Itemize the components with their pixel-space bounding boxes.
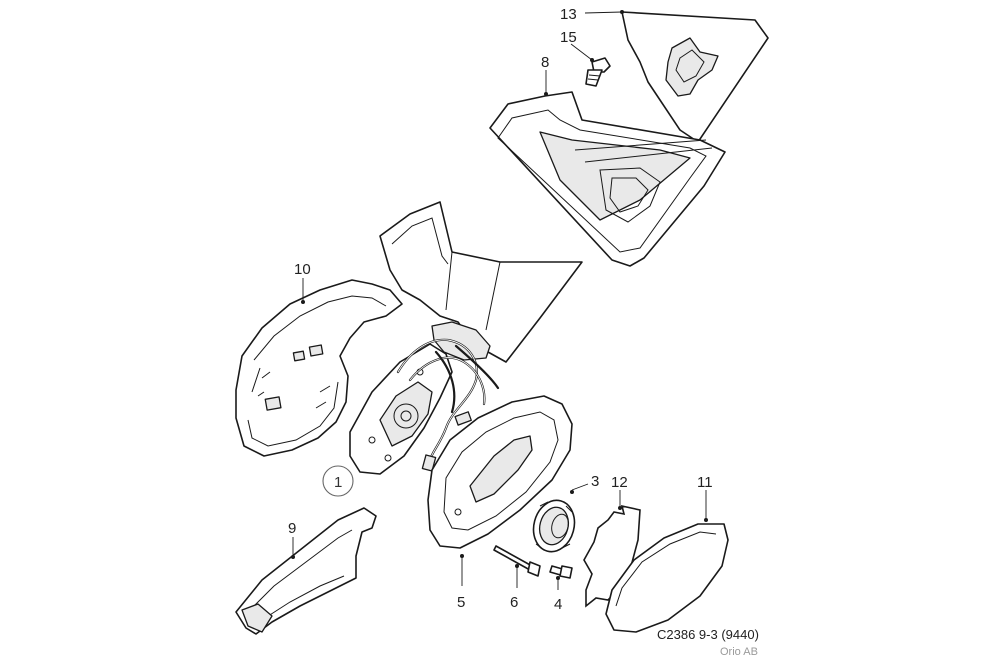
part-6-bolt [493, 545, 541, 577]
callout-9: 9 [288, 520, 296, 537]
part-11-mirror-glass [605, 523, 729, 633]
part-3-motor [532, 499, 576, 553]
callout-6: 6 [510, 594, 518, 611]
leader-lines [291, 10, 708, 590]
callout-8: 8 [541, 54, 549, 71]
part-1-backing-plate [349, 343, 453, 475]
reference-code: C2386 9-3 (9440) [657, 627, 759, 642]
callout-1: 1 [334, 474, 342, 491]
part-10-mirror-cover [235, 279, 403, 457]
callout-12: 12 [611, 474, 628, 491]
part-4-small-screw [549, 565, 573, 579]
part-15-screw [585, 57, 611, 87]
company-name: Orio AB [720, 646, 758, 658]
part-5-bezel [427, 395, 573, 549]
callout-10: 10 [294, 261, 311, 278]
part-12-heating-element [583, 504, 641, 608]
part-8-mirror-base [489, 91, 726, 267]
part-9-lower-trim [235, 507, 377, 635]
mirror-housing-body [379, 201, 583, 363]
callout-13: 13 [560, 6, 577, 23]
callout-1-circle [322, 465, 354, 497]
callout-3: 3 [591, 473, 599, 490]
callout-15: 15 [560, 29, 577, 46]
wiring-harness [396, 338, 500, 472]
callout-11: 11 [697, 474, 713, 491]
callout-5: 5 [457, 594, 465, 611]
part-13-trim-panel [621, 11, 769, 143]
callout-4: 4 [554, 596, 562, 613]
